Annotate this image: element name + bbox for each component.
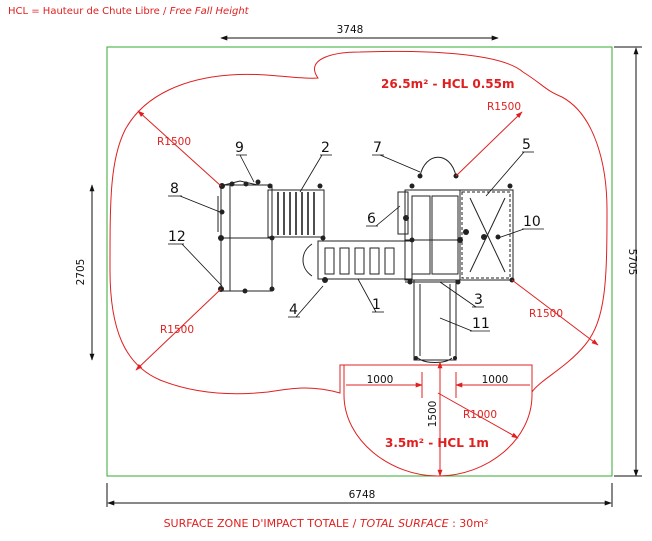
part-number-10: 10 xyxy=(523,214,541,230)
slide-zone-label: 3.5m² - HCL 1m xyxy=(385,436,489,450)
legend-fr: HCL = Hauteur de Chute Libre xyxy=(8,6,160,17)
main-impact-zone-outline xyxy=(109,50,608,395)
radius-upper-left: R1500 xyxy=(157,136,191,148)
legend-note: HCL = Hauteur de Chute Libre / Free Fall… xyxy=(8,6,249,17)
dimension-lines xyxy=(89,35,642,507)
part-number-7: 7 xyxy=(373,140,382,156)
total-surface-fr: SURFACE ZONE D'IMPACT TOTALE xyxy=(163,517,350,530)
total-surface-caption: SURFACE ZONE D'IMPACT TOTALE / TOTAL SUR… xyxy=(0,517,652,530)
radius-arrows xyxy=(135,110,599,477)
part-number-1: 1 xyxy=(372,297,381,313)
slide-11 xyxy=(413,279,457,361)
part-number-11: 11 xyxy=(472,316,490,332)
walkway-1-planks xyxy=(324,247,395,275)
radius-lower-left: R1500 xyxy=(160,324,194,336)
part-number-6: 6 xyxy=(367,211,376,227)
total-surface-separator: / xyxy=(349,517,360,530)
main-zone-label: 26.5m² - HCL 0.55m xyxy=(381,77,515,91)
radius-bottom-zone: R1000 xyxy=(463,409,497,421)
part-leaders xyxy=(168,151,544,332)
dim-lower-right-text: 1000 xyxy=(482,374,509,386)
part-number-5: 5 xyxy=(522,137,531,153)
dim-lower-vertical-text: 1500 xyxy=(427,401,439,428)
total-surface-en: TOTAL SURFACE xyxy=(359,517,449,530)
roof-arc-7 xyxy=(419,156,457,177)
play-structure xyxy=(217,156,514,363)
radius-right-middle: R1500 xyxy=(529,308,563,320)
part-number-8: 8 xyxy=(170,181,179,197)
site-boundary xyxy=(106,46,613,477)
legend-en: Free Fall Height xyxy=(169,6,249,17)
dim-right-text: 5705 xyxy=(626,249,638,276)
part-number-12: 12 xyxy=(168,229,186,245)
structure-bolts xyxy=(218,173,515,360)
radius-upper-right: R1500 xyxy=(487,101,521,113)
bridge-2-slats xyxy=(277,192,315,235)
climbing-bridge-2 xyxy=(267,189,325,238)
part-number-2: 2 xyxy=(321,140,330,156)
dim-top-text: 3748 xyxy=(337,24,364,36)
total-surface-value: : 30m² xyxy=(448,517,489,530)
dim-bottom-text: 6748 xyxy=(349,489,376,501)
panel-6 xyxy=(397,191,409,235)
dim-lower-left-text: 1000 xyxy=(367,374,394,386)
part-number-9: 9 xyxy=(235,140,244,156)
dim-left-text: 2705 xyxy=(75,259,87,286)
legend-separator: / xyxy=(159,6,170,17)
part-number-3: 3 xyxy=(474,292,483,308)
walkway-1 xyxy=(317,240,413,280)
part-number-4: 4 xyxy=(289,302,298,318)
